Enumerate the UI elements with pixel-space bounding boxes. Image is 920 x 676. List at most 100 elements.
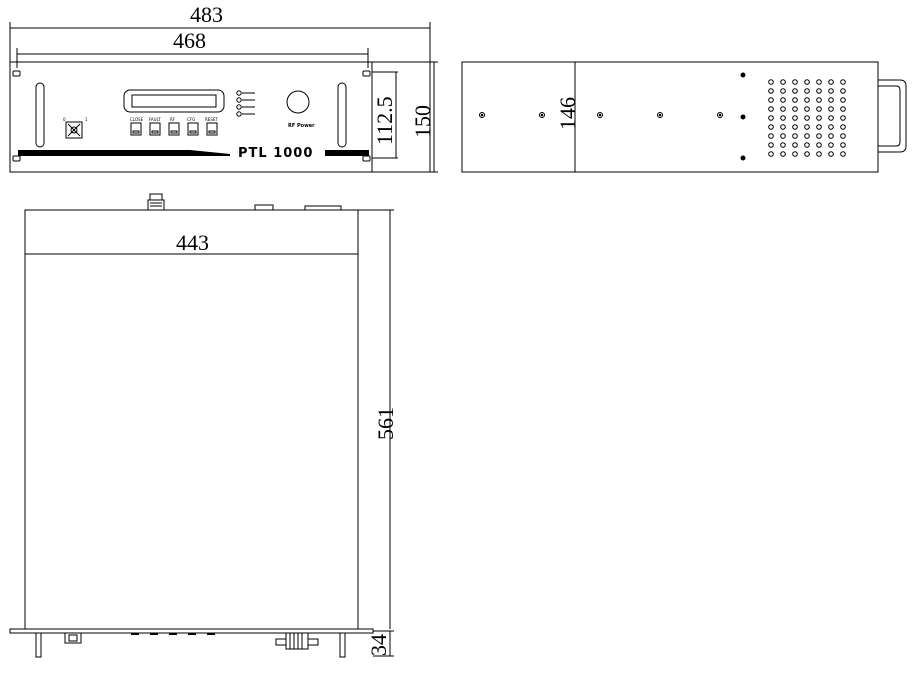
panel-stripe-left <box>18 150 230 156</box>
vent-hole <box>804 124 810 130</box>
vent-hole <box>804 88 810 94</box>
vent-hole <box>840 79 846 85</box>
side-handle <box>878 79 907 153</box>
front-view: 483 468 RF Power <box>9 2 438 173</box>
vent-hole <box>768 133 774 139</box>
vent-hole <box>768 124 774 130</box>
dim-34: 34 <box>366 634 391 656</box>
vent-hole <box>828 88 834 94</box>
lcd-bezel <box>123 89 225 113</box>
front-handle-right <box>337 82 347 148</box>
vent-hole <box>792 88 798 94</box>
vent-hole <box>804 133 810 139</box>
vent-hole <box>792 142 798 148</box>
top-handle-left <box>35 632 42 658</box>
mount-hole-tl <box>12 70 21 77</box>
vent-hole <box>792 151 798 157</box>
vent-hole <box>792 79 798 85</box>
svg-text:RF: RF <box>170 117 176 122</box>
vent-hole <box>792 106 798 112</box>
vent-hole <box>840 88 846 94</box>
vent-hole <box>792 124 798 130</box>
panel-stripe-right <box>325 150 369 156</box>
dim-561: 561 <box>373 407 398 440</box>
knob-label: RF Power <box>288 123 315 129</box>
vent-hole <box>840 142 846 148</box>
svg-text:CLOSE: CLOSE <box>130 117 144 122</box>
button-reset <box>206 122 218 136</box>
vent-hole <box>840 124 846 130</box>
vent-hole <box>828 124 834 130</box>
vent-hole <box>768 142 774 148</box>
front-flange <box>9 628 374 634</box>
vent-hole <box>780 106 786 112</box>
rf-power-knob <box>286 90 310 114</box>
dim-483: 483 <box>190 2 223 27</box>
vent-hole <box>780 151 786 157</box>
vent-hole <box>816 88 822 94</box>
top-key-switch <box>64 632 82 644</box>
vent-hole <box>804 115 810 121</box>
dim-468: 468 <box>173 28 206 53</box>
vent-hole <box>780 142 786 148</box>
vent-hole <box>840 151 846 157</box>
vent-hole <box>816 79 822 85</box>
led-indicators <box>236 90 255 117</box>
vent-hole <box>792 115 798 121</box>
vent-hole <box>792 133 798 139</box>
top-handle-right <box>339 632 346 658</box>
vent-hole <box>828 133 834 139</box>
vent-hole <box>768 151 774 157</box>
vent-hole <box>792 97 798 103</box>
vent-hole <box>816 106 822 112</box>
rear-connector-right <box>304 205 342 211</box>
vent-hole <box>828 97 834 103</box>
vent-hole <box>780 133 786 139</box>
rear-connector-mid <box>254 204 274 211</box>
side-screws <box>479 72 746 161</box>
vent-hole <box>768 115 774 121</box>
vent-hole <box>828 151 834 157</box>
vent-hole <box>768 106 774 112</box>
vent-hole <box>816 124 822 130</box>
button-fault <box>149 122 161 136</box>
vent-hole <box>816 142 822 148</box>
mount-hole-bl <box>12 155 21 162</box>
svg-text:CFG: CFG <box>187 117 195 122</box>
dim-146: 146 <box>555 97 580 130</box>
vent-hole <box>840 133 846 139</box>
vent-hole <box>828 79 834 85</box>
side-view: 146 <box>461 61 907 173</box>
svg-text:FAULT: FAULT <box>149 117 161 122</box>
vent-hole <box>804 106 810 112</box>
vent-hole <box>840 115 846 121</box>
vent-hole <box>816 97 822 103</box>
vent-hole <box>816 115 822 121</box>
lcd-screen <box>131 94 217 108</box>
button-rf <box>168 122 180 136</box>
vent-hole <box>780 115 786 121</box>
vent-hole <box>780 88 786 94</box>
vent-hole <box>780 79 786 85</box>
switch-label-on: 1 <box>85 117 88 122</box>
mount-hole-tr <box>362 70 371 77</box>
switch-label-off: 0 <box>63 117 66 122</box>
key-switch <box>65 121 83 139</box>
vent-hole <box>768 79 774 85</box>
vent-hole <box>828 106 834 112</box>
top-body <box>24 209 359 630</box>
front-handle-left <box>35 82 45 148</box>
button-close <box>130 122 142 136</box>
vent-hole <box>780 124 786 130</box>
vent-hole <box>804 97 810 103</box>
front-panel-face <box>9 61 373 173</box>
dim-112-5: 112.5 <box>372 96 397 145</box>
vent-hole <box>780 97 786 103</box>
vent-hole <box>816 133 822 139</box>
vent-hole <box>804 79 810 85</box>
vent-grid <box>768 79 846 157</box>
mount-hole-br <box>362 155 371 162</box>
rear-connector-left <box>149 193 163 201</box>
vent-hole <box>768 88 774 94</box>
